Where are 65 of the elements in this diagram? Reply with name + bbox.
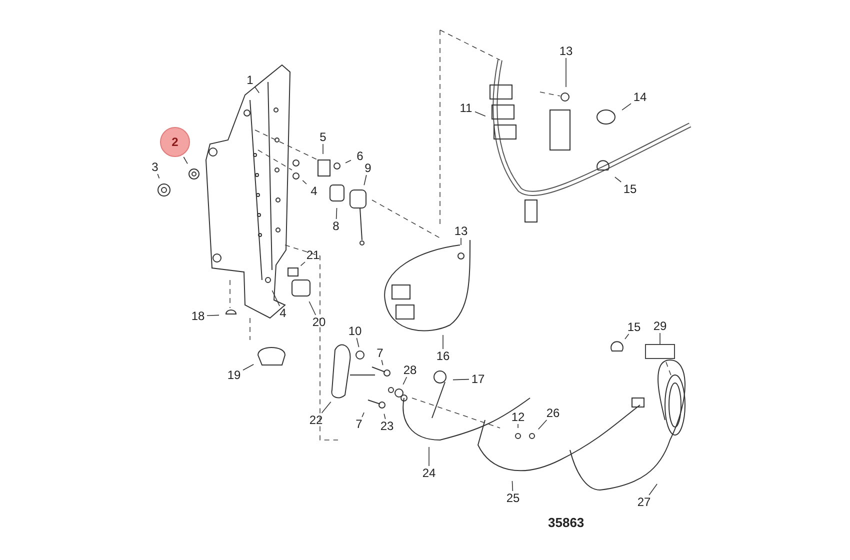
leader-line bbox=[428, 446, 430, 466]
leader-line bbox=[460, 238, 462, 246]
callout-number: 24 bbox=[420, 466, 438, 480]
leader-line bbox=[614, 176, 622, 182]
leader-line bbox=[183, 156, 188, 164]
leader-line bbox=[474, 111, 486, 116]
callout-number: 21 bbox=[304, 248, 322, 262]
callout-number: 4 bbox=[305, 184, 323, 198]
leader-line bbox=[364, 174, 367, 186]
callout-number: 17 bbox=[469, 372, 487, 386]
leader-line bbox=[300, 262, 306, 266]
callout-number: 15 bbox=[621, 182, 639, 196]
figure-number: 35863 bbox=[548, 515, 584, 530]
leader-line bbox=[356, 338, 360, 348]
callout-number: 12 bbox=[509, 410, 527, 424]
callout-number: 16 bbox=[434, 349, 452, 363]
leader-line bbox=[402, 376, 408, 385]
leader-line bbox=[624, 334, 630, 340]
leader-line bbox=[242, 364, 254, 371]
leader-line bbox=[345, 160, 352, 164]
callout-number: 5 bbox=[314, 130, 332, 144]
leader-line bbox=[254, 86, 260, 94]
callout-number: 3 bbox=[146, 160, 164, 174]
leader-line bbox=[322, 144, 324, 154]
leader-line bbox=[622, 103, 632, 110]
leader-line bbox=[336, 208, 338, 220]
leader-line bbox=[381, 360, 384, 366]
callout-number: 22 bbox=[307, 413, 325, 427]
leader-line bbox=[512, 480, 514, 492]
callout-number: 15 bbox=[625, 320, 643, 334]
callout-number: 4 bbox=[274, 306, 292, 320]
leader-line bbox=[272, 290, 280, 306]
callout-number: 7 bbox=[350, 417, 368, 431]
callout-number: 27 bbox=[635, 495, 653, 509]
leader-line bbox=[442, 334, 444, 350]
leader-line bbox=[308, 301, 316, 316]
callout-number: 29 bbox=[651, 319, 669, 333]
leader-line bbox=[648, 484, 658, 496]
callout-number: 20 bbox=[310, 315, 328, 329]
leader-line bbox=[362, 412, 364, 418]
callout-number: 11 bbox=[457, 101, 475, 115]
leader-line bbox=[157, 174, 160, 179]
callout-number: 1 bbox=[241, 73, 259, 87]
leader-line bbox=[206, 314, 220, 316]
callout-number: 13 bbox=[452, 224, 470, 238]
leader-line bbox=[321, 401, 332, 414]
callout-number: 10 bbox=[346, 324, 364, 338]
callout-number: 28 bbox=[401, 363, 419, 377]
callout-number: 6 bbox=[351, 149, 369, 163]
leader-line bbox=[302, 180, 307, 184]
leader-line bbox=[538, 420, 548, 430]
callout-number: 13 bbox=[557, 44, 575, 58]
callout-number: 23 bbox=[378, 419, 396, 433]
callout-number: 26 bbox=[544, 406, 562, 420]
callout-number: 8 bbox=[327, 219, 345, 233]
part-box bbox=[645, 344, 675, 359]
callout-number: 14 bbox=[631, 90, 649, 104]
highlighted-callout-number: 2 bbox=[160, 127, 190, 157]
callout-number: 25 bbox=[504, 491, 522, 505]
leader-line bbox=[452, 378, 470, 380]
callout-number: 19 bbox=[225, 368, 243, 382]
leader-line bbox=[384, 413, 386, 420]
callout-number: 18 bbox=[189, 309, 207, 323]
callout-number: 7 bbox=[371, 346, 389, 360]
callout-number: 9 bbox=[359, 161, 377, 175]
